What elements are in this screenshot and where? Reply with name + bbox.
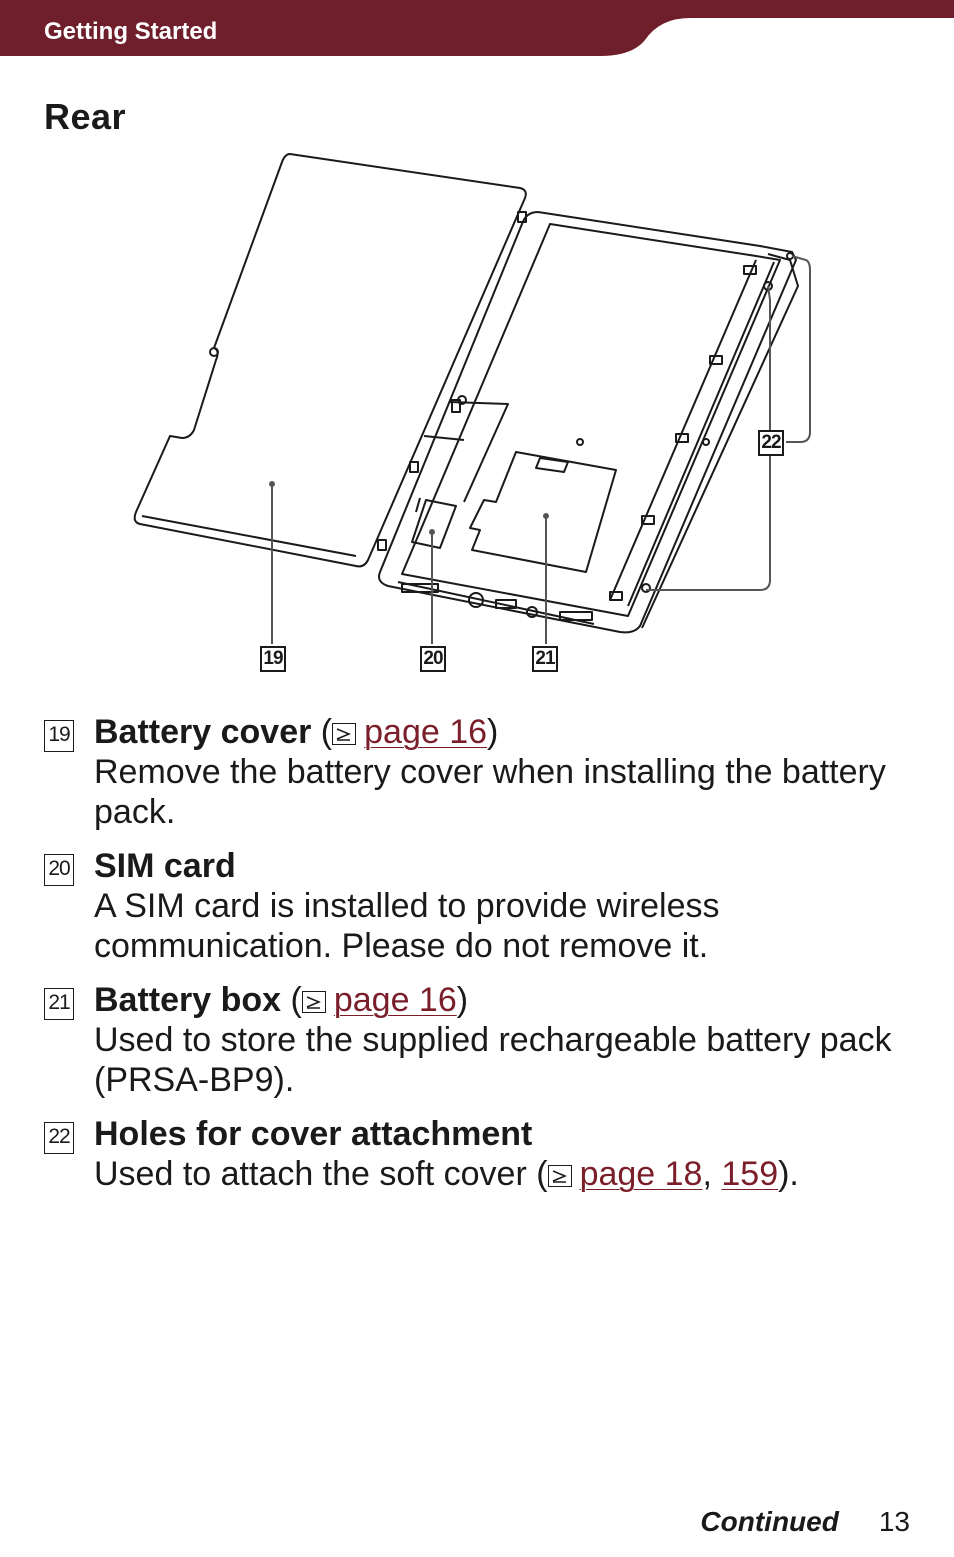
page-link-159[interactable]: 159 (721, 1155, 779, 1193)
callout-19: 19 (260, 646, 286, 672)
link-separator: , (702, 1155, 722, 1193)
section-label: Getting Started (44, 18, 218, 45)
item-title: SIM card (94, 847, 236, 885)
item-description-prefix: Used to attach the soft cover ( (94, 1155, 548, 1193)
page-number: 13 (878, 1506, 910, 1537)
item-number: 19 (44, 720, 74, 752)
device-rear-illustration: 19 20 21 22 (120, 140, 820, 680)
paren-close: ) (456, 981, 469, 1019)
page-reference-icon (301, 991, 326, 1013)
item-description-suffix: ). (778, 1155, 799, 1193)
page-link[interactable]: page 16 (333, 981, 457, 1019)
item-title: Holes for cover attachment (94, 1115, 533, 1153)
page-title: Rear (44, 96, 127, 137)
list-item-sim-card: 20 SIM card A SIM card is installed to p… (44, 846, 924, 966)
page-reference-icon (547, 1165, 572, 1187)
item-title: Battery box (94, 981, 282, 1019)
list-item-battery-cover: 19 Battery cover ( page 16) Remove the ba… (44, 712, 924, 832)
page-reference-icon (332, 723, 357, 745)
list-item-cover-holes: 22 Holes for cover attachment Used to at… (44, 1114, 924, 1194)
header-bar-shape (0, 0, 954, 56)
item-number: 22 (44, 1122, 74, 1154)
paren-open: ( (281, 981, 302, 1019)
section-header: Getting Started (0, 0, 954, 58)
item-number: 20 (44, 854, 74, 886)
page-link[interactable]: page 16 (364, 713, 488, 751)
item-description: Used to store the supplied rechargeable … (94, 1021, 892, 1099)
device-drawing (133, 153, 811, 644)
list-item-battery-box: 21 Battery box ( page 16) Used to store t… (44, 980, 924, 1100)
page-link[interactable]: page 18 (579, 1155, 703, 1193)
paren-close: ) (487, 713, 499, 751)
callout-20: 20 (420, 646, 446, 672)
item-description: Remove the battery cover when installing… (94, 753, 886, 831)
page-footer: Continued 13 (700, 1506, 910, 1538)
callout-21: 21 (532, 646, 558, 672)
item-number: 21 (44, 988, 74, 1020)
continued-label: Continued (700, 1506, 839, 1537)
parts-list: 19 Battery cover ( page 16) Remove the ba… (44, 712, 924, 1208)
item-description: A SIM card is installed to provide wirel… (94, 887, 720, 965)
paren-open: ( (311, 713, 333, 751)
item-title: Battery cover (94, 713, 312, 751)
callout-22: 22 (758, 430, 784, 456)
